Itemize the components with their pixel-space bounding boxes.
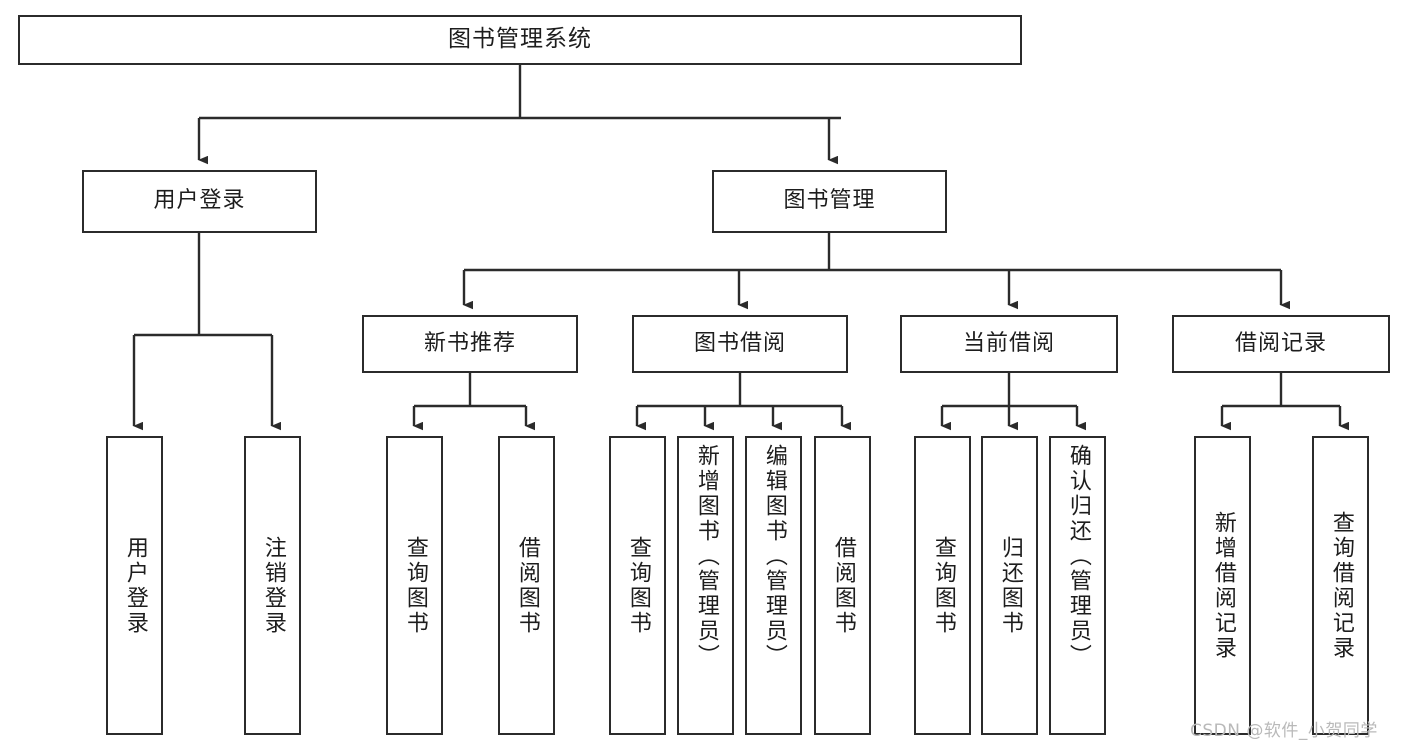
node-borrow-record[interactable]: 借阅记录 [1172,315,1390,373]
leaf-current-return-book[interactable]: 归还图书 [981,436,1038,735]
leaf-borrow-query-book[interactable]: 查询图书 [609,436,666,735]
leaf-borrow-borrow-book[interactable]: 借阅图书 [814,436,871,735]
node-root-system[interactable]: 图书管理系统 [18,15,1022,65]
node-book-borrow[interactable]: 图书借阅 [632,315,848,373]
leaf-borrow-edit-book-admin[interactable]: 编辑图书（管理员） [745,436,802,735]
leaf-recommend-borrow-book[interactable]: 借阅图书 [498,436,555,735]
leaf-current-query-book[interactable]: 查询图书 [914,436,971,735]
node-user-login[interactable]: 用户登录 [82,170,317,233]
watermark-text: CSDN @软件_小贺同学 [1190,721,1378,741]
leaf-recommend-query-book[interactable]: 查询图书 [386,436,443,735]
leaf-current-confirm-return-admin[interactable]: 确认归还（管理员） [1049,436,1106,735]
node-new-book-recommend[interactable]: 新书推荐 [362,315,578,373]
leaf-user-login-signin[interactable]: 用户登录 [106,436,163,735]
node-current-borrow[interactable]: 当前借阅 [900,315,1118,373]
leaf-user-login-signout[interactable]: 注销登录 [244,436,301,735]
leaf-borrow-add-book-admin[interactable]: 新增图书（管理员） [677,436,734,735]
leaf-record-add-record[interactable]: 新增借阅记录 [1194,436,1251,735]
node-book-management[interactable]: 图书管理 [712,170,947,233]
leaf-record-query-record[interactable]: 查询借阅记录 [1312,436,1369,735]
